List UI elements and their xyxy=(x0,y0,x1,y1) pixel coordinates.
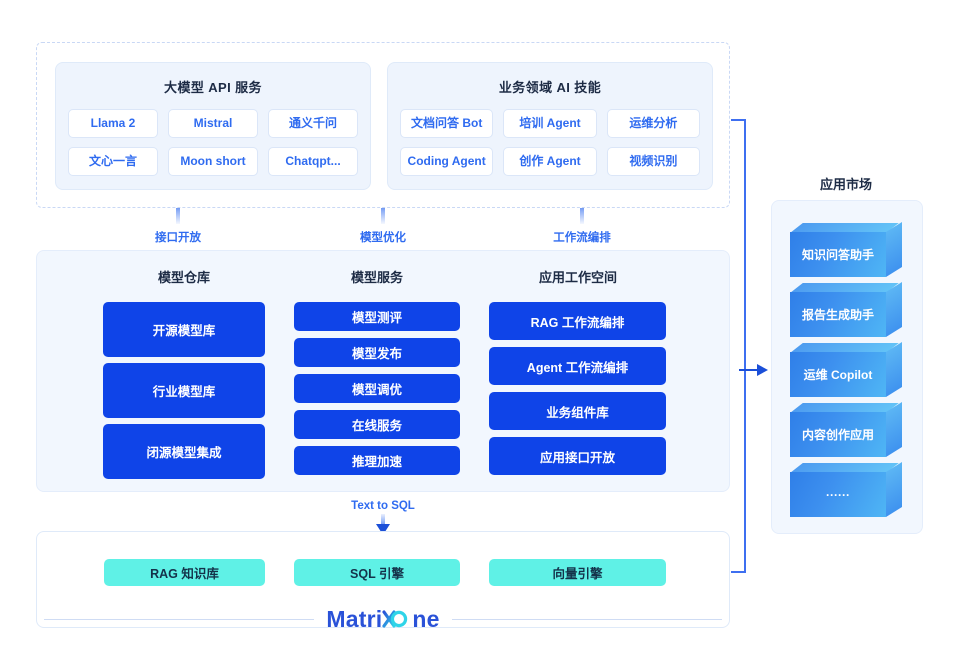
logo-xo-icon xyxy=(382,607,412,631)
connector-label-workflow-orchestration: 工作流编排 xyxy=(553,232,611,244)
column-title-model-repository: 模型仓库 xyxy=(157,270,211,285)
chip-ops-analysis[interactable]: 运维分析 xyxy=(606,109,700,138)
box-agent-workflow-orchestration[interactable]: Agent 工作流编排 xyxy=(489,347,666,385)
card-llm-api-service: 大模型 API 服务 Llama 2 Mistral 通义千问 文心一言 Moo… xyxy=(55,62,371,190)
platform-panel: 模型仓库 模型服务 应用工作空间 开源模型库 行业模型库 闭源模型集成 模型测评… xyxy=(36,250,730,492)
cube-front-face: ······ xyxy=(790,472,886,517)
box-model-tuning[interactable]: 模型调优 xyxy=(294,374,460,403)
bracket-connector xyxy=(731,119,746,573)
app-cube-ops-copilot[interactable]: 运维 Copilot xyxy=(790,342,902,397)
chip-training-agent[interactable]: 培训 Agent xyxy=(503,109,597,138)
chip-chatgpt[interactable]: Chatqpt... xyxy=(268,147,358,176)
chip-moonshot[interactable]: Moon short xyxy=(168,147,258,176)
column-title-app-workspace: 应用工作空间 xyxy=(538,270,618,285)
chip-grid-llm-api: Llama 2 Mistral 通义千问 文心一言 Moon short Cha… xyxy=(68,109,358,176)
logo-rule-left xyxy=(44,618,315,620)
app-cube-knowledge-qa[interactable]: 知识问答助手 xyxy=(790,222,902,277)
chip-grid-ai-skills: 文档问答 Bot 培训 Agent 运维分析 Coding Agent 创作 A… xyxy=(400,109,700,176)
top-capability-panel: 大模型 API 服务 Llama 2 Mistral 通义千问 文心一言 Moo… xyxy=(36,42,730,208)
card-title-llm-api: 大模型 API 服务 xyxy=(164,80,262,95)
box-inference-acceleration[interactable]: 推理加速 xyxy=(294,446,460,475)
box-model-evaluation[interactable]: 模型测评 xyxy=(294,302,460,331)
chip-llama2[interactable]: Llama 2 xyxy=(68,109,158,138)
card-business-ai-skills: 业务领域 AI 技能 文档问答 Bot 培训 Agent 运维分析 Coding… xyxy=(387,62,713,190)
arrow-to-market xyxy=(739,364,768,376)
box-open-source-model-repo[interactable]: 开源模型库 xyxy=(103,302,265,357)
connector-label-interface-open: 接口开放 xyxy=(155,232,201,244)
chip-creation-agent[interactable]: 创作 Agent xyxy=(503,147,597,176)
logo-part-ne: ne xyxy=(412,605,440,632)
box-industry-model-repo[interactable]: 行业模型库 xyxy=(103,363,265,418)
box-online-service[interactable]: 在线服务 xyxy=(294,410,460,439)
logo-rule-right xyxy=(451,618,722,620)
chip-tongyi[interactable]: 通义千问 xyxy=(268,109,358,138)
cube-side-face xyxy=(886,462,902,517)
chip-coding-agent[interactable]: Coding Agent xyxy=(400,147,494,176)
connector-label-text-to-sql: Text to SQL xyxy=(351,500,415,512)
app-cube-content-creation[interactable]: 内容创作应用 xyxy=(790,402,902,457)
chip-doc-qa-bot[interactable]: 文档问答 Bot xyxy=(400,109,494,138)
cube-front-face: 知识问答助手 xyxy=(790,232,886,277)
card-title-ai-skills: 业务领域 AI 技能 xyxy=(498,80,602,95)
box-rag-knowledge-base[interactable]: RAG 知识库 xyxy=(104,559,265,586)
chip-mistral[interactable]: Mistral xyxy=(168,109,258,138)
box-business-component-library[interactable]: 业务组件库 xyxy=(489,392,666,430)
chip-video-recognition[interactable]: 视频识别 xyxy=(606,147,700,176)
app-cube-report-generation[interactable]: 报告生成助手 xyxy=(790,282,902,337)
box-rag-workflow-orchestration[interactable]: RAG 工作流编排 xyxy=(489,302,666,340)
cube-front-face: 内容创作应用 xyxy=(790,412,886,457)
box-closed-source-model-integration[interactable]: 闭源模型集成 xyxy=(103,424,265,479)
logo-part-matri: Matri xyxy=(326,605,383,632)
app-market-panel: 知识问答助手 报告生成助手 运维 Copilot 内容创作应用 ······ xyxy=(771,200,923,534)
cube-side-face xyxy=(886,282,902,337)
cube-side-face xyxy=(886,402,902,457)
cube-side-face xyxy=(886,342,902,397)
matrixone-logo: Matri ne xyxy=(36,604,730,634)
app-market-title: 应用市场 xyxy=(819,177,873,192)
logo-text: Matri ne xyxy=(326,606,439,633)
app-cube-more[interactable]: ······ xyxy=(790,462,902,517)
box-vector-engine[interactable]: 向量引擎 xyxy=(489,559,666,586)
cube-front-face: 运维 Copilot xyxy=(790,352,886,397)
cube-side-face xyxy=(886,222,902,277)
box-sql-engine[interactable]: SQL 引擎 xyxy=(294,559,460,586)
chip-wenxin[interactable]: 文心一言 xyxy=(68,147,158,176)
connector-label-model-optimization: 模型优化 xyxy=(360,232,406,244)
box-app-interface-open[interactable]: 应用接口开放 xyxy=(489,437,666,475)
column-title-model-service: 模型服务 xyxy=(350,270,404,285)
cube-front-face: 报告生成助手 xyxy=(790,292,886,337)
box-model-publish[interactable]: 模型发布 xyxy=(294,338,460,367)
